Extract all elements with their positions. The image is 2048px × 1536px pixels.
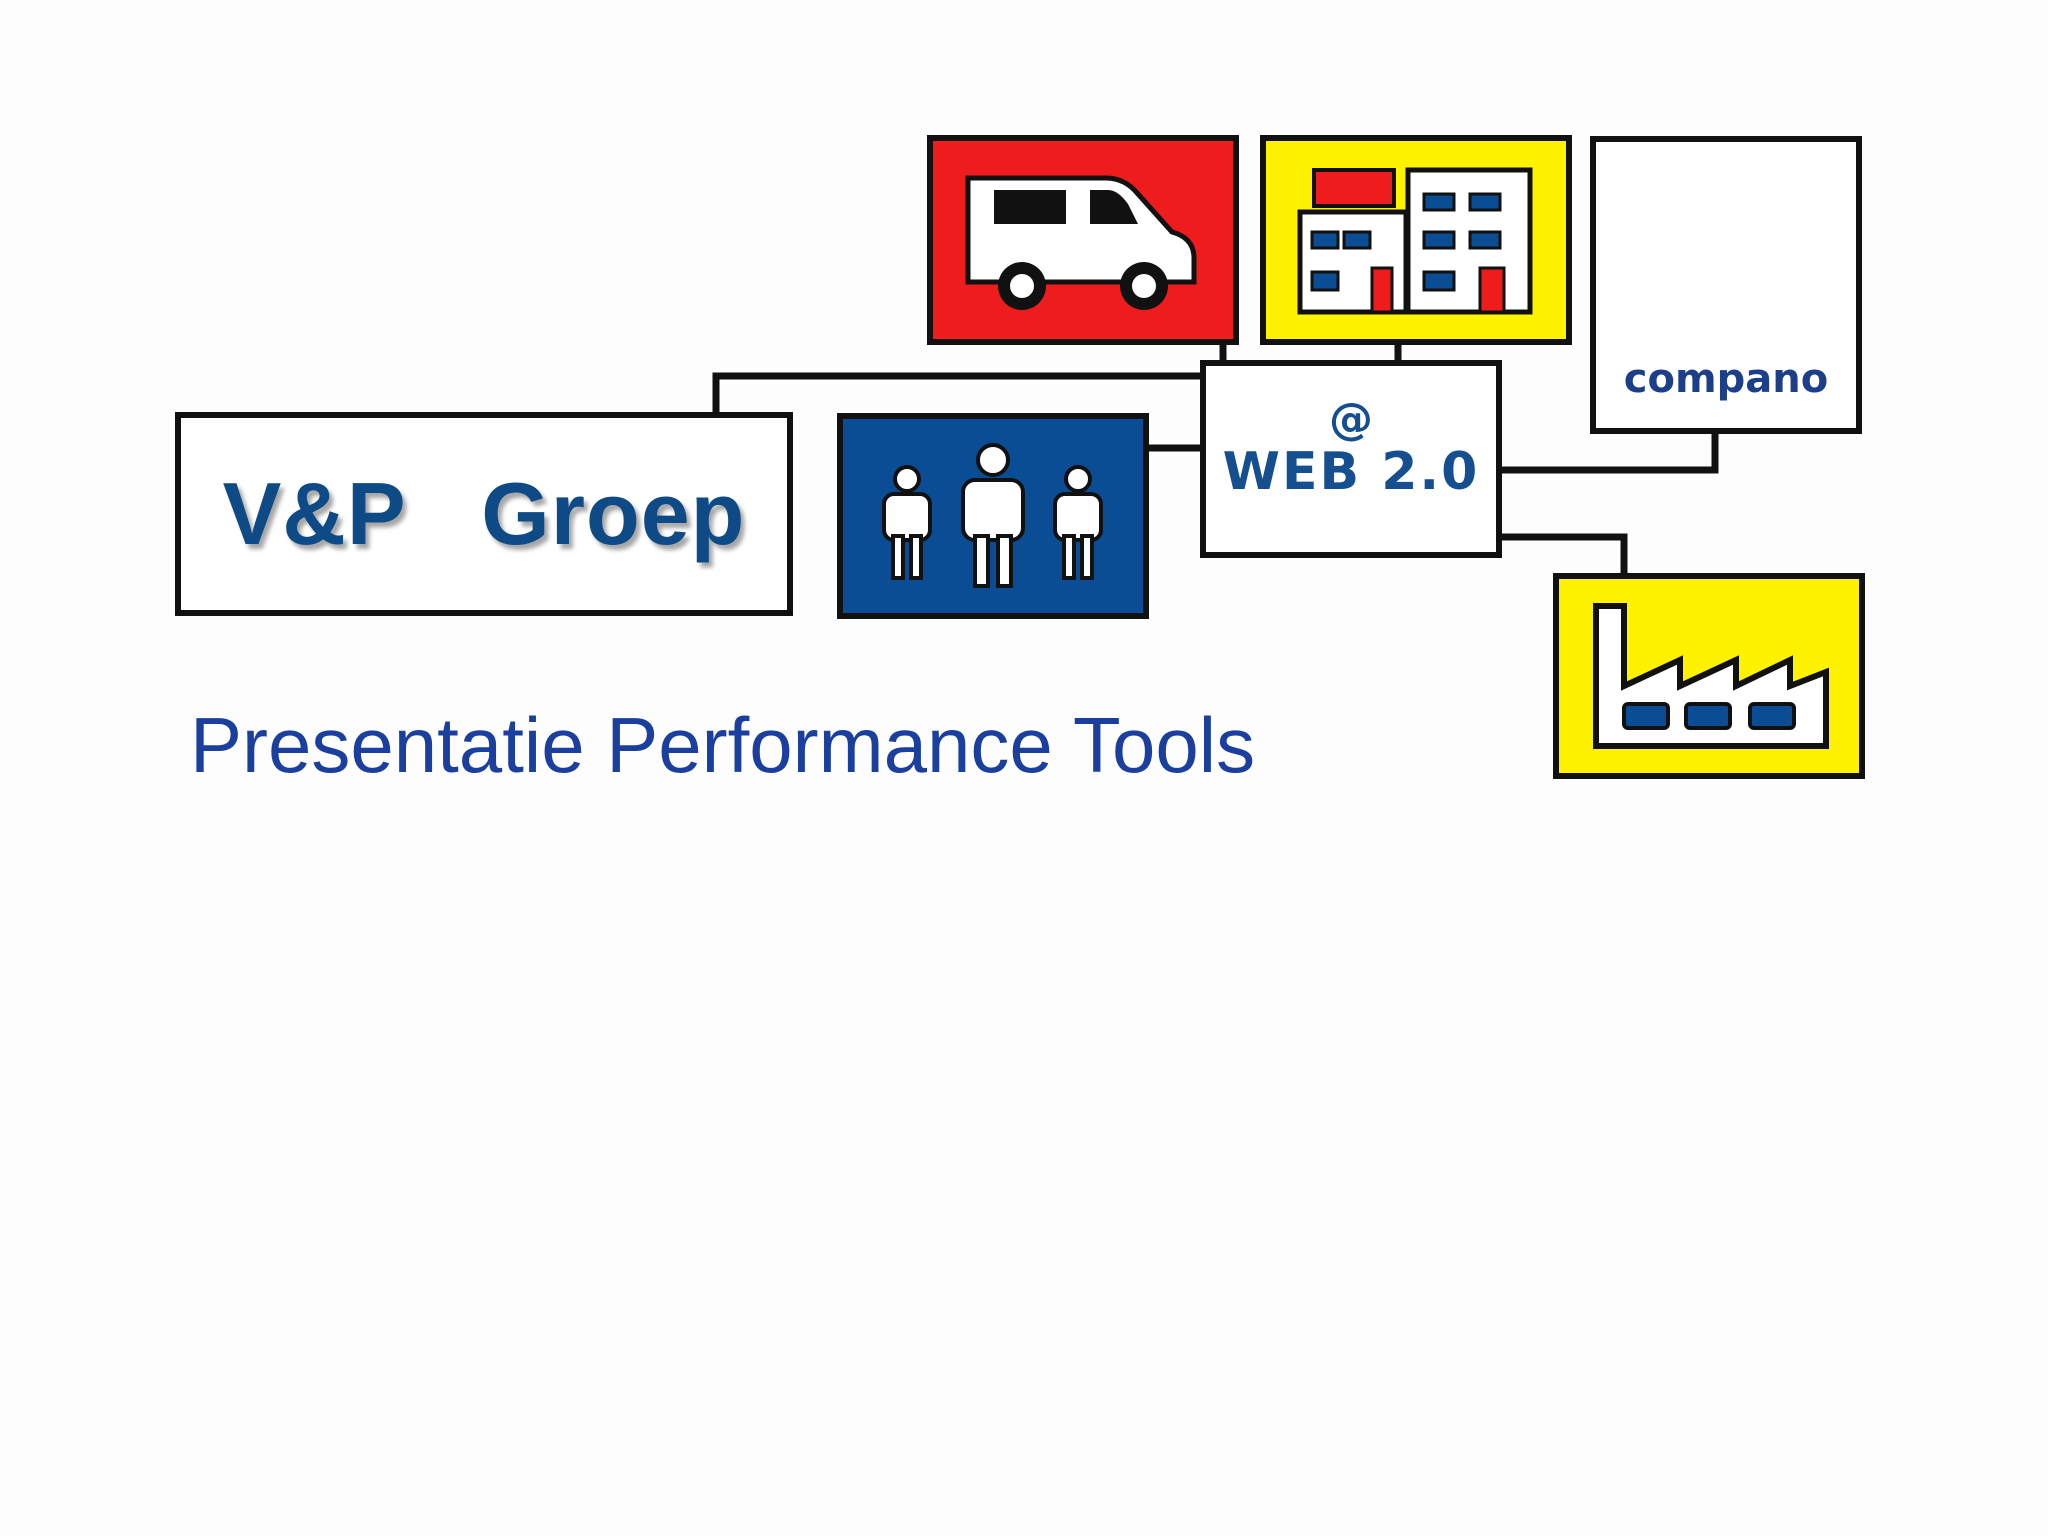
connector-lines <box>712 343 1719 576</box>
factory-tile <box>1553 573 1865 779</box>
web-hub-label: WEB 2.0 <box>1222 442 1480 502</box>
factory-icon <box>1593 603 1829 749</box>
connector-brand-hub <box>712 372 1205 412</box>
connector-hub-compano <box>1497 432 1719 474</box>
building-icon <box>1297 167 1533 315</box>
people-tile <box>837 413 1149 619</box>
compano-box: compano <box>1590 136 1862 434</box>
van-icon <box>965 175 1197 310</box>
brand-name: V&P Groep <box>222 464 746 563</box>
brand-box: V&P Groep <box>175 412 793 616</box>
building-tile <box>1260 135 1572 345</box>
van-tile <box>927 135 1239 345</box>
web-hub-box: @ WEB 2.0 <box>1200 360 1502 558</box>
connector-hub-factory <box>1497 533 1628 576</box>
slide-subtitle: Presentatie Performance Tools <box>190 701 1256 789</box>
people-icon <box>882 443 1103 588</box>
at-sign: @ <box>1329 394 1373 445</box>
compano-label: compano <box>1623 356 1829 402</box>
